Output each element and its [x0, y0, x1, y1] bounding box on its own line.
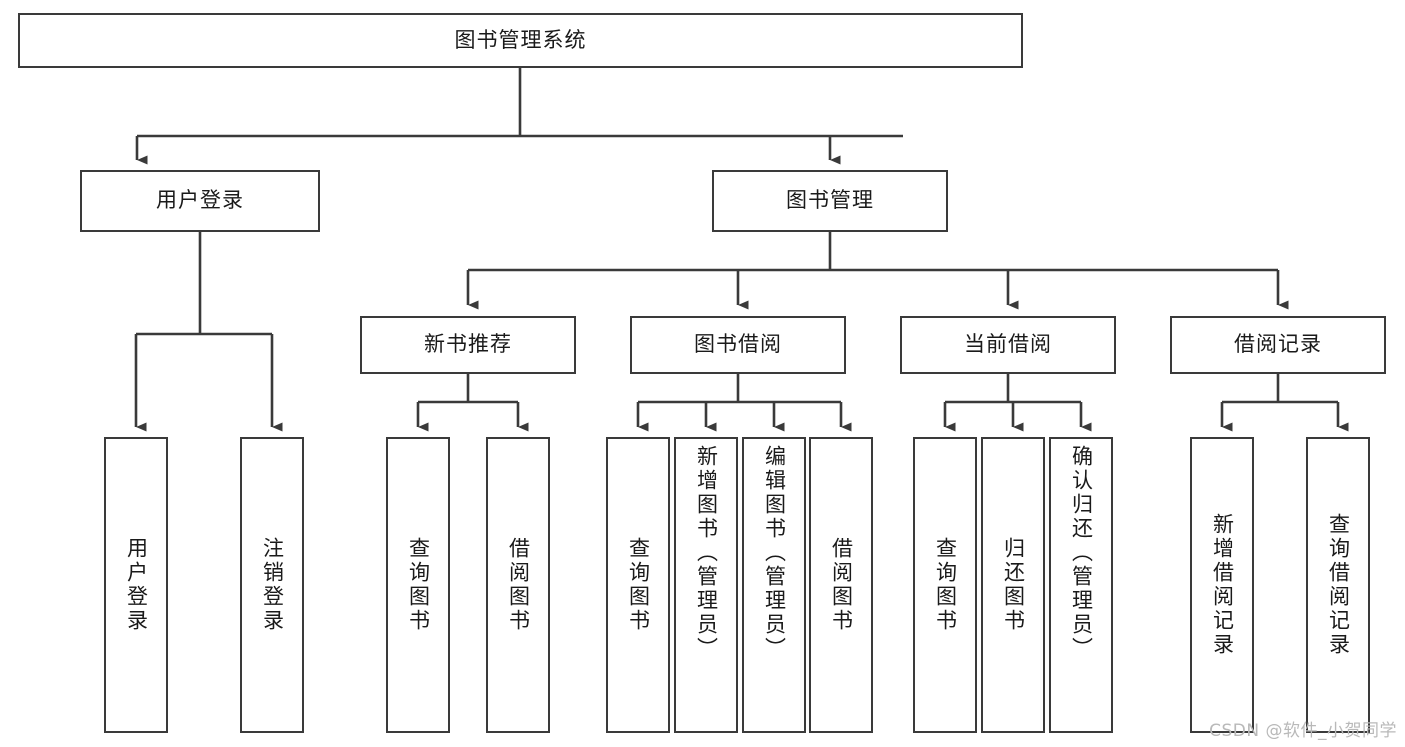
node-leaf-edit-book[interactable]: 编辑图书（管理员）: [742, 437, 806, 733]
node-leaf-query-book-2-label: 查询图书: [626, 537, 651, 633]
node-leaf-user-login-label: 用户登录: [124, 537, 149, 633]
node-leaf-user-login[interactable]: 用户登录: [104, 437, 168, 733]
node-borrow-record[interactable]: 借阅记录: [1170, 316, 1386, 374]
node-leaf-borrow-book-2[interactable]: 借阅图书: [809, 437, 873, 733]
node-leaf-query-book-2[interactable]: 查询图书: [606, 437, 670, 733]
node-book-management[interactable]: 图书管理: [712, 170, 948, 232]
node-root-label: 图书管理系统: [454, 27, 587, 52]
node-book-borrow-label: 图书借阅: [694, 332, 782, 357]
node-leaf-query-book-3-label: 查询图书: [933, 537, 958, 633]
node-leaf-borrow-book-1-label: 借阅图书: [506, 537, 531, 633]
node-leaf-add-record-label: 新增借阅记录: [1210, 513, 1235, 657]
node-leaf-query-book-1-label: 查询图书: [406, 537, 431, 633]
node-leaf-add-book[interactable]: 新增图书（管理员）: [674, 437, 738, 733]
node-new-book-recommend[interactable]: 新书推荐: [360, 316, 576, 374]
node-leaf-query-book-3[interactable]: 查询图书: [913, 437, 977, 733]
node-leaf-borrow-book-1[interactable]: 借阅图书: [486, 437, 550, 733]
node-borrow-record-label: 借阅记录: [1234, 332, 1322, 357]
node-leaf-confirm-return[interactable]: 确认归还（管理员）: [1049, 437, 1113, 733]
node-leaf-logout-login-label: 注销登录: [260, 537, 285, 633]
node-leaf-borrow-book-2-label: 借阅图书: [829, 537, 854, 633]
node-new-book-recommend-label: 新书推荐: [424, 332, 512, 357]
node-leaf-add-record[interactable]: 新增借阅记录: [1190, 437, 1254, 733]
node-leaf-edit-book-label: 编辑图书（管理员）: [762, 445, 787, 661]
node-leaf-return-book[interactable]: 归还图书: [981, 437, 1045, 733]
node-leaf-logout-login[interactable]: 注销登录: [240, 437, 304, 733]
node-current-borrow[interactable]: 当前借阅: [900, 316, 1116, 374]
node-leaf-query-record[interactable]: 查询借阅记录: [1306, 437, 1370, 733]
node-leaf-confirm-return-label: 确认归还（管理员）: [1069, 445, 1094, 661]
node-user-login[interactable]: 用户登录: [80, 170, 320, 232]
node-book-borrow[interactable]: 图书借阅: [630, 316, 846, 374]
node-book-management-label: 图书管理: [786, 188, 874, 213]
node-leaf-query-book-1[interactable]: 查询图书: [386, 437, 450, 733]
node-root[interactable]: 图书管理系统: [18, 13, 1023, 68]
node-leaf-query-record-label: 查询借阅记录: [1326, 513, 1351, 657]
node-leaf-add-book-label: 新增图书（管理员）: [694, 445, 719, 661]
node-leaf-return-book-label: 归还图书: [1001, 537, 1026, 633]
node-user-login-label: 用户登录: [156, 188, 244, 213]
node-current-borrow-label: 当前借阅: [964, 332, 1052, 357]
